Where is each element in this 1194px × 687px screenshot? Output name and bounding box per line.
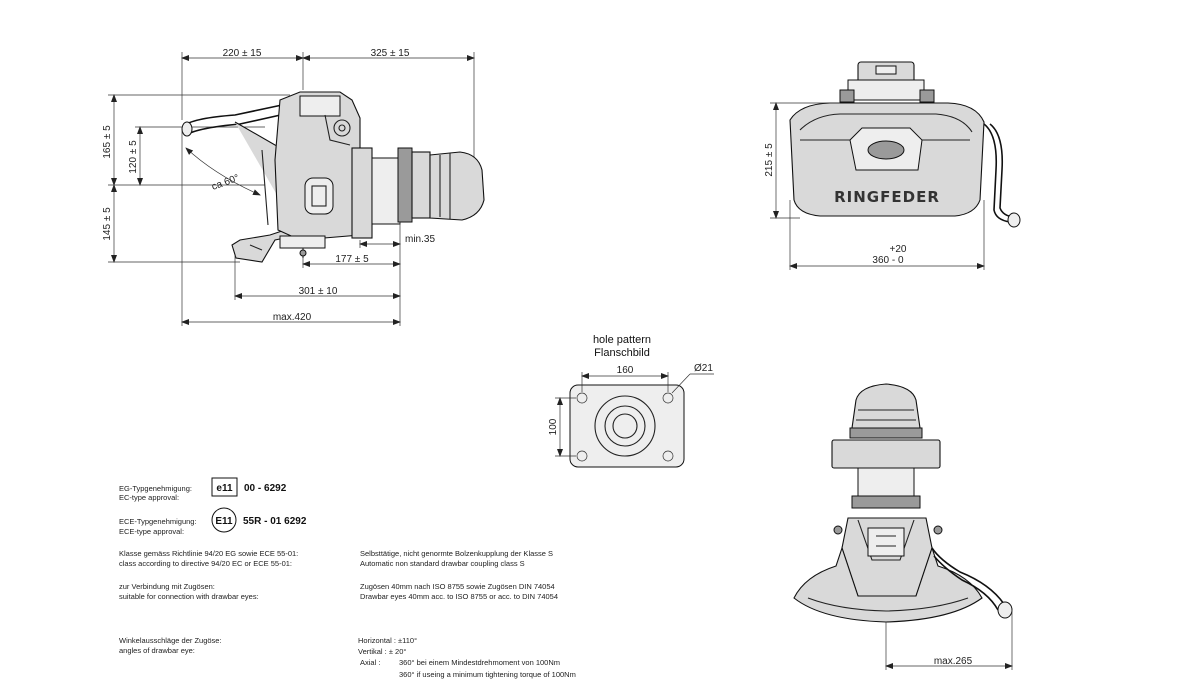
dim-145: 145 ± 5 [102, 207, 113, 241]
angle-axial-en: 360° if useing a minimum tightening torq… [399, 670, 576, 679]
ece-number: 55R - 01 6292 [243, 516, 307, 527]
connection-value-en: Drawbar eyes 40mm acc. to ISO 8755 or ac… [360, 592, 558, 601]
angles-en: angles of drawbar eye: [119, 646, 195, 655]
dim-120: 120 ± 5 [128, 140, 139, 174]
class-de: Klasse gemäss Richtlinie 94/20 EG sowie … [119, 549, 298, 558]
hole-pattern-view: hole pattern Flanschbild 160 100 Ø21 [548, 334, 714, 468]
eg-number: 00 - 6292 [244, 483, 287, 494]
dim-165: 165 ± 5 [102, 125, 113, 159]
rear-view: RINGFEDER 215 ± 5 +20 360 - 0 [764, 61, 1021, 270]
angle-axial-label: Axial : [360, 658, 380, 667]
ece-approval-de: ECE-Typgenehmigung: [119, 517, 197, 526]
class-en: class according to directive 94/20 EC or… [119, 559, 292, 568]
dim-min35: min.35 [405, 234, 435, 245]
E11-mark: E11 [215, 516, 233, 527]
angle-axial-de: 360° bei einem Mindestdrehmoment von 100… [399, 658, 560, 667]
eg-approval-de: EG-Typgenehmigung: [119, 484, 192, 493]
eg-approval-en: EC-type approval: [119, 493, 179, 502]
dim-100: 100 [548, 418, 559, 435]
dim-360: 360 - 0 [872, 255, 904, 266]
ringfeder-logo: RINGFEDER [834, 188, 940, 206]
dim-max265: max.265 [934, 656, 973, 667]
hole-pattern-title: hole pattern [593, 334, 651, 346]
dim-d21: Ø21 [694, 363, 713, 374]
dim-220: 220 ± 15 [223, 48, 262, 59]
dim-177: 177 ± 5 [335, 254, 369, 265]
connection-de: zur Verbindung mit Zugösen: [119, 582, 215, 591]
dim-160: 160 [617, 365, 634, 376]
class-value-en: Automatic non standard drawbar coupling … [360, 559, 525, 568]
dim-215: 215 ± 5 [764, 143, 775, 177]
dim-325: 325 ± 15 [371, 48, 410, 59]
dim-301: 301 ± 10 [299, 286, 338, 297]
top-view: max.265 [793, 383, 1013, 670]
connection-value-de: Zugösen 40mm nach ISO 8755 sowie Zugösen… [360, 582, 555, 591]
angle-horizontal: Horizontal : ±110° [358, 636, 417, 645]
dim-plus20: +20 [890, 244, 907, 255]
ece-approval-en: ECE-type approval: [119, 527, 184, 536]
angle-vertical: Vertikal : ± 20° [358, 647, 406, 656]
approvals-block: EG-Typgenehmigung: EC-type approval: e11… [119, 477, 307, 536]
dim-max420: max.420 [273, 312, 312, 323]
angle-label: ca 60° [210, 173, 241, 193]
class-value-de: Selbsttätige, nicht genormte Bolzenkuppl… [360, 549, 553, 558]
angles-de: Winkelausschläge der Zugöse: [119, 636, 222, 645]
connection-en: suitable for connection with drawbar eye… [119, 592, 259, 601]
side-view: 220 ± 15 325 ± 15 165 ± 5 120 ± 5 145 ± … [102, 48, 485, 326]
e11-mark: e11 [216, 483, 233, 494]
flanschbild-title: Flanschbild [594, 347, 650, 359]
notes-block: Klasse gemäss Richtlinie 94/20 EG sowie … [119, 549, 576, 679]
